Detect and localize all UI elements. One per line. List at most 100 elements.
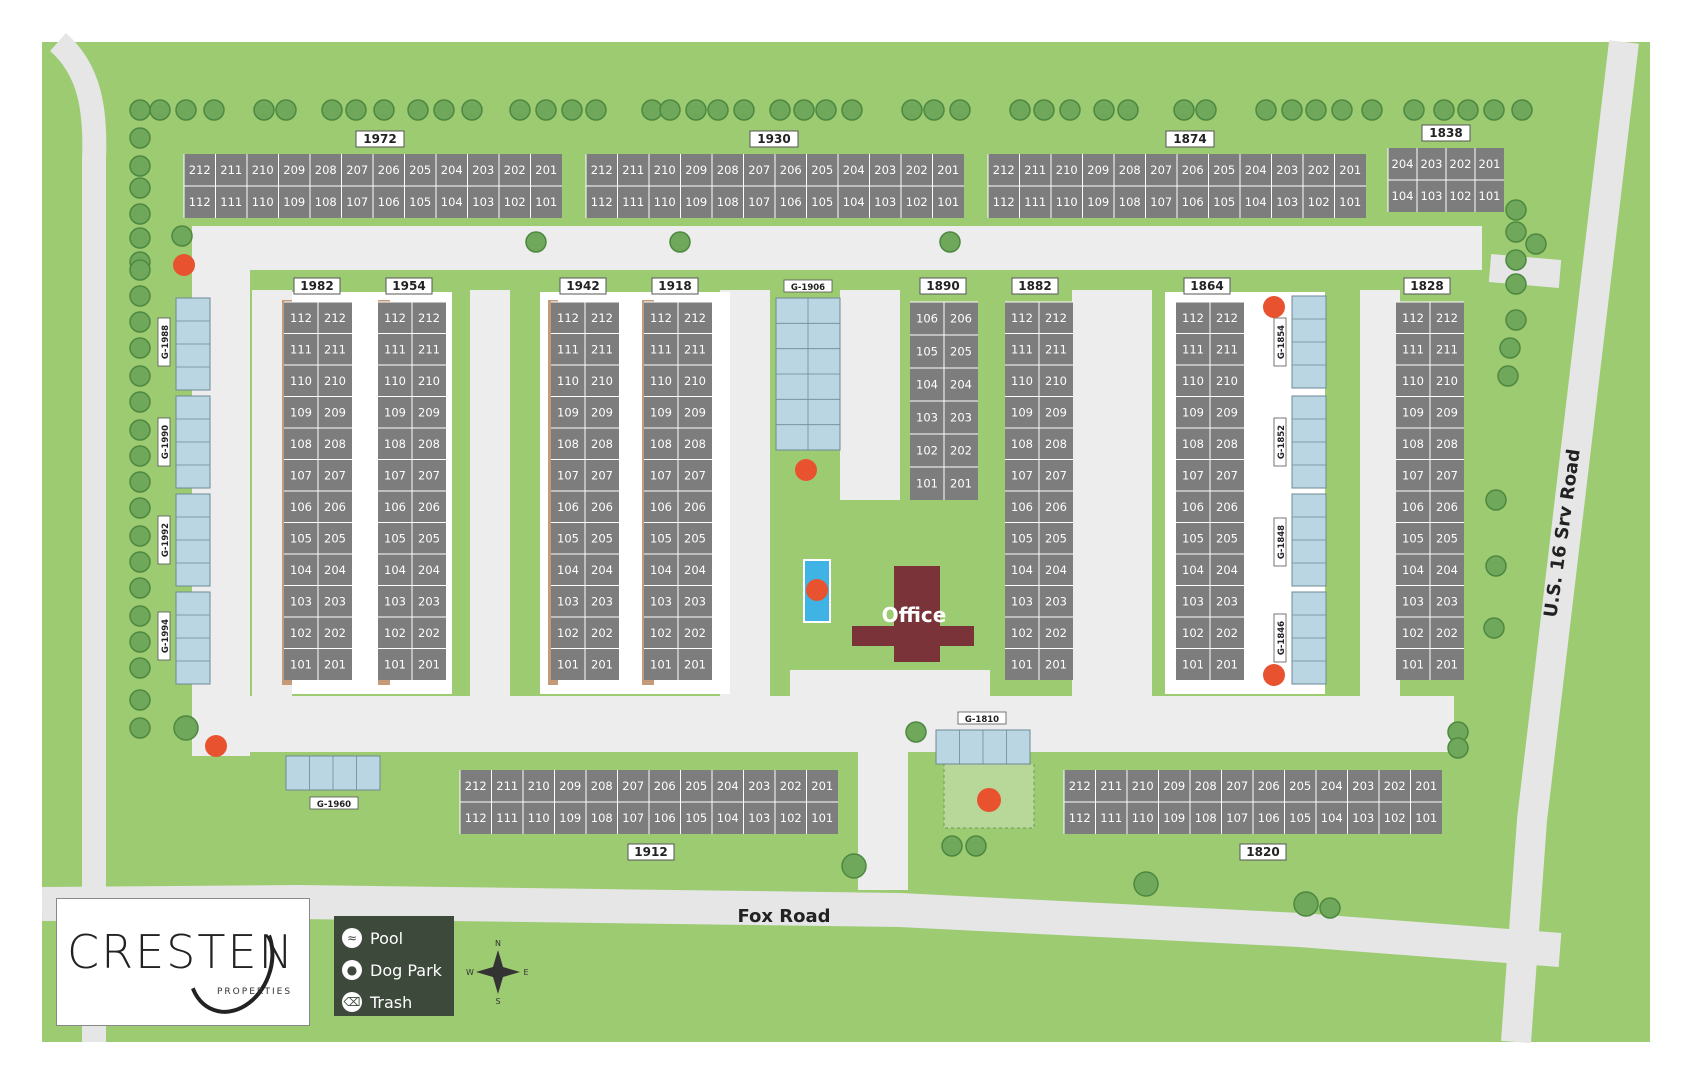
unit: 104 [1392,189,1414,203]
unit: 102 [384,626,406,640]
unit: 109 [557,405,579,419]
unit: 109 [1182,405,1204,419]
tree [1505,199,1527,221]
garage-1990-label: G-1990 [161,425,171,459]
tree [173,715,199,741]
unit: 107 [1226,811,1248,825]
tree [1281,99,1303,121]
unit: 111 [557,342,579,356]
unit: 206 [378,163,400,177]
tree [275,99,297,121]
unit: 202 [1450,157,1472,171]
tree [129,127,151,149]
tree [1457,99,1479,121]
tree [461,99,483,121]
tree [1293,891,1319,917]
garage-1988-label: G-1988 [161,325,171,359]
unit: 209 [418,405,440,419]
unit: 202 [950,444,972,458]
building-1918-label-box [651,277,699,295]
unit: 201 [1045,657,1067,671]
office-label: Office [882,603,947,627]
tree [1511,99,1533,121]
unit: 106 [1182,195,1204,209]
building-1912-label: 1912 [634,845,667,859]
unit: 106 [1258,811,1280,825]
unit: 110 [1402,374,1424,388]
paw-icon: ● [342,960,362,980]
unit: 101 [811,811,833,825]
garage-1960-label: G-1960 [317,800,351,810]
tree [941,835,963,857]
unit: 104 [650,563,672,577]
unit: 103 [916,411,938,425]
unit: 212 [324,311,346,325]
unit: 101 [1479,189,1501,203]
unit: 107 [1182,468,1204,482]
unit: 112 [384,311,406,325]
unit: 202 [504,163,526,177]
tree [129,577,151,599]
unit: 109 [559,811,581,825]
unit: 106 [1182,500,1204,514]
unit: 204 [1436,563,1458,577]
unit: 109 [1087,195,1109,209]
unit: 203 [748,779,770,793]
unit: 211 [418,342,440,356]
unit: 211 [684,342,706,356]
unit: 103 [748,811,770,825]
building-1954-label-box [385,277,433,295]
building-1864-label-box [1183,277,1231,295]
tree [129,227,151,249]
garage-1848-label: G-1848 [1277,525,1287,559]
unit: 202 [1436,626,1458,640]
unit: 105 [1213,195,1235,209]
garage-1854-label: G-1854 [1277,325,1287,359]
fox-road-label: Fox Road [737,906,830,927]
building-1954-label: 1954 [392,279,425,293]
tree [585,99,607,121]
unit: 106 [780,195,802,209]
unit: 103 [384,594,406,608]
tree [939,231,961,253]
unit: 204 [1392,157,1414,171]
unit: 209 [1163,779,1185,793]
unit: 203 [1276,163,1298,177]
building-1890-label: 1890 [926,279,959,293]
tree [129,155,151,177]
unit: 207 [1226,779,1248,793]
unit: 111 [1024,195,1046,209]
unit: 201 [811,779,833,793]
tree [535,99,557,121]
unit: 105 [650,531,672,545]
unit: 108 [1402,437,1424,451]
unit: 103 [1276,195,1298,209]
tree [1403,99,1425,121]
unit: 107 [1150,195,1172,209]
unit: 111 [1100,811,1122,825]
unit: 210 [1132,779,1154,793]
building-1864-label: 1864 [1190,279,1223,293]
tree [129,689,151,711]
unit: 106 [290,500,312,514]
unit: 210 [324,374,346,388]
pool-area [803,559,831,623]
unit: 105 [1182,531,1204,545]
unit: 203 [1216,594,1238,608]
unit: 203 [950,411,972,425]
unit: 103 [1402,594,1424,608]
tree [129,419,151,441]
tree [841,99,863,121]
building-1982-label-box [293,277,341,295]
pool-icon: ≈ [342,928,362,948]
office-building: Office [852,566,974,662]
unit: 107 [1011,468,1033,482]
unit: 206 [1436,500,1458,514]
legend-trash: ⌫ Trash [342,986,446,1018]
tree [129,391,151,413]
unit: 107 [1402,468,1424,482]
unit: 111 [1402,342,1424,356]
unit: 101 [290,657,312,671]
garage-1994-label: G-1994 [161,619,171,653]
tree [769,99,791,121]
